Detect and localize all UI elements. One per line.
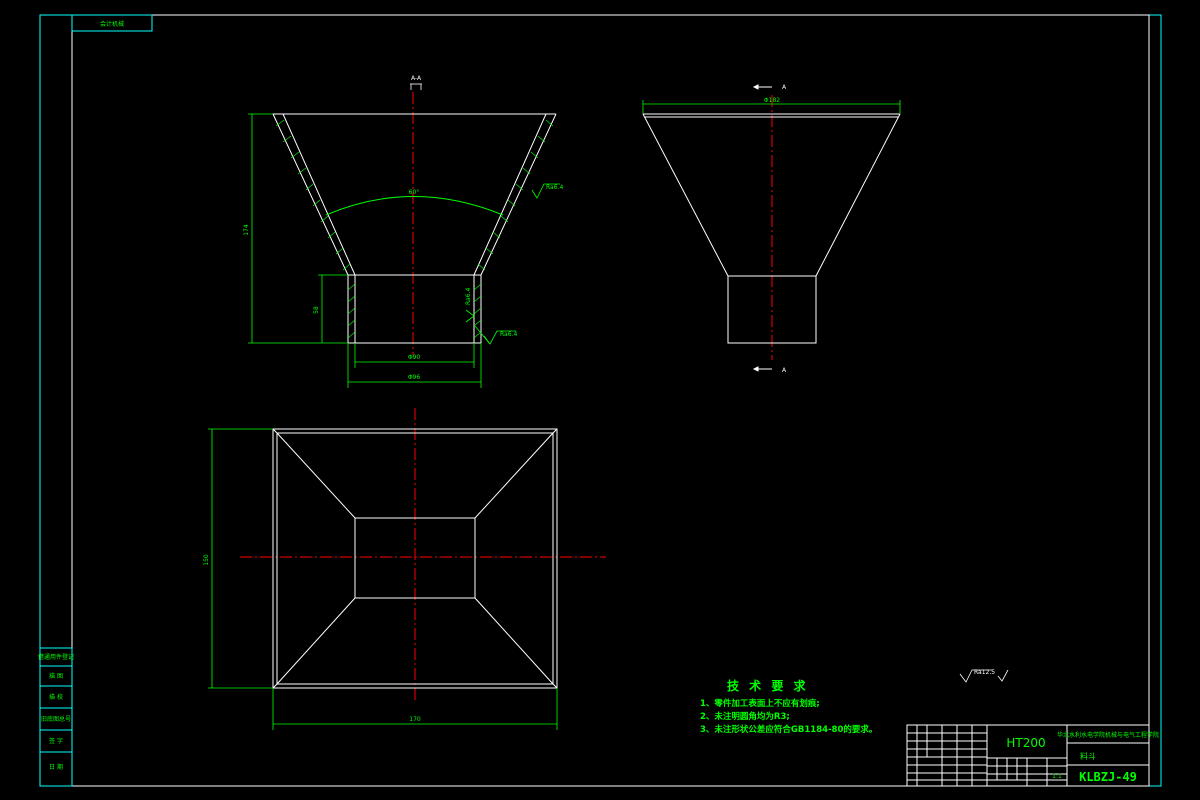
tech-requirements-title: 技 术 要 求	[727, 678, 809, 693]
inner-width-label: Φ90	[408, 354, 421, 361]
roughness-symbol-side	[465, 309, 475, 323]
strip-label-5: 日 期	[49, 763, 63, 771]
strip-label-1: 描 图	[49, 672, 63, 680]
section-hatching	[275, 119, 554, 339]
angle-dimension-arc	[325, 196, 504, 216]
tech-requirement-1: 1、零件加工表面上不应有划痕;	[700, 698, 820, 709]
tech-requirement-3: 3、未注形状公差应符合GB1184-80的要求。	[700, 724, 877, 735]
corner-tag: 会计机械	[71, 14, 153, 32]
title-block-scale: 1:1	[1052, 773, 1062, 780]
left-strip	[39, 647, 73, 787]
side-width-label: Φ182	[764, 97, 780, 104]
inner-border	[71, 14, 1150, 787]
section-view: A-A	[243, 75, 563, 388]
roughness-note-symbol: Ra12.5	[959, 669, 1009, 683]
height-dimension-label: 174	[243, 224, 250, 236]
strip-label-0: 借通用件登记	[38, 653, 74, 661]
corner-tag-text: 会计机械	[100, 20, 124, 28]
side-view: Φ182 A A	[642, 84, 901, 374]
section-cut-mark-top	[752, 84, 772, 90]
roughness-side-label: Ra6.4	[465, 288, 472, 305]
title-block-drawing-number: KLBZJ-49	[1079, 770, 1137, 784]
roughness-bottom-label: Ra6.4	[500, 331, 517, 338]
section-cut-label-top: A	[782, 84, 787, 91]
side-width-dimension	[642, 100, 901, 114]
section-cut-mark-bottom	[752, 366, 772, 372]
neck-dimension	[318, 274, 348, 343]
outer-width-label: Φ96	[408, 374, 421, 381]
top-height-dimension	[208, 428, 273, 689]
roughness-symbol-top	[531, 183, 560, 199]
title-block-company: 华北水利水电学院机械与电气工程学院	[1057, 731, 1159, 739]
top-view: 150 170	[203, 408, 606, 730]
tech-requirements: 技 术 要 求 1、零件加工表面上不应有划痕; 2、未注明圆角均为R3; 3、未…	[700, 678, 877, 735]
neck-dimension-label: 58	[313, 306, 320, 314]
tech-requirement-2: 2、未注明圆角均为R3;	[700, 711, 790, 722]
side-outline	[642, 113, 901, 344]
strip-label-4: 签 字	[49, 737, 63, 745]
top-outline	[272, 428, 558, 689]
title-block-part-name: 料斗	[1080, 751, 1096, 761]
roughness-symbol-bottom	[474, 325, 516, 345]
angle-dimension-label: 60°	[409, 189, 420, 196]
top-height-label: 150	[203, 554, 210, 566]
title-block-material: HT200	[1006, 736, 1045, 750]
top-width-dimension	[272, 688, 558, 730]
strip-label-3: 旧底图总号	[41, 715, 71, 723]
roughness-note-label: Ra12.5	[974, 669, 995, 676]
section-cut-label-bottom: A	[782, 367, 787, 374]
title-block	[906, 724, 1150, 787]
top-width-label: 170	[409, 716, 421, 723]
bottom-width-dimensions	[347, 343, 482, 388]
strip-label-2: 描 校	[49, 693, 63, 701]
roughness-top-label: Ra6.4	[546, 184, 563, 191]
height-dimension	[248, 113, 348, 344]
section-label: A-A	[411, 75, 422, 82]
